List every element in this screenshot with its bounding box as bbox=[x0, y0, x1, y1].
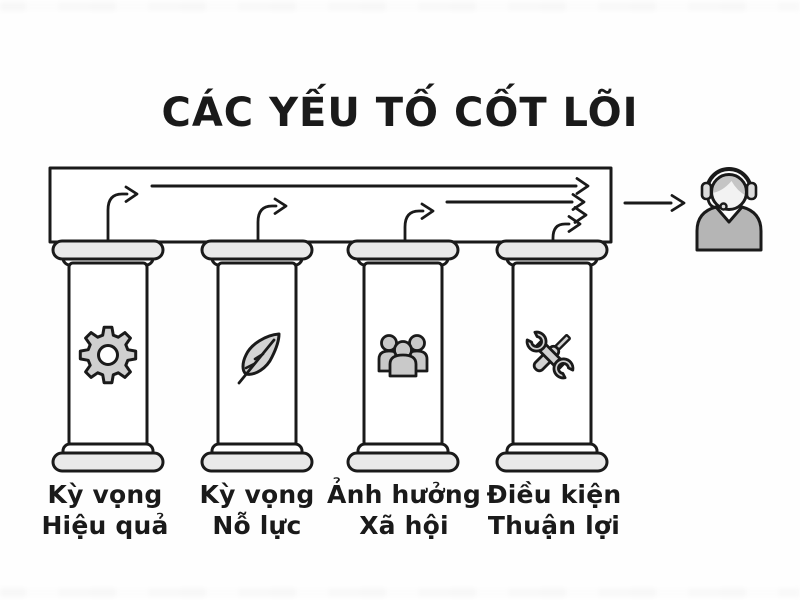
label-line: Điều kiện bbox=[486, 480, 622, 509]
label-line: Kỳ vọng bbox=[47, 480, 163, 509]
merge-chevron bbox=[573, 206, 588, 224]
pillar-label-facilitating-conditions: Điều kiện Thuận lợi bbox=[464, 479, 644, 541]
pillar-2 bbox=[200, 239, 314, 473]
gear-icon bbox=[78, 325, 138, 385]
scan-artifact-bottom bbox=[0, 588, 800, 597]
pillar-label-effort-expectancy: Kỳ vọng Nỗ lực bbox=[167, 479, 347, 541]
label-line: Thuận lợi bbox=[487, 511, 621, 540]
feather-icon bbox=[237, 332, 281, 385]
agent-body bbox=[695, 205, 763, 252]
pillar-label-performance-expectancy: Kỳ vọng Hiệu quả bbox=[15, 479, 195, 541]
headset-mic bbox=[719, 202, 728, 211]
agent-hair bbox=[711, 174, 747, 196]
people-icon bbox=[377, 334, 429, 378]
arrow-from-pillar-2 bbox=[256, 197, 288, 243]
headset-earcup-right bbox=[745, 181, 758, 201]
arrow-to-user bbox=[623, 194, 686, 212]
beam bbox=[48, 166, 613, 244]
page-title: CÁC YẾU TỐ CỐT LÕI bbox=[161, 89, 639, 136]
label-line: Kỳ vọng bbox=[199, 480, 315, 509]
tools-icon bbox=[525, 330, 575, 380]
flow-arrows bbox=[106, 177, 590, 243]
pillar-3 bbox=[346, 239, 460, 473]
label-line: Hiệu quả bbox=[41, 511, 169, 540]
label-line: Nỗ lực bbox=[212, 511, 302, 540]
headset-earcup-left bbox=[700, 181, 713, 201]
pillar-label-social-influence: Ảnh hưởng Xã hội bbox=[314, 479, 494, 541]
arrow-from-pillar-1 bbox=[106, 177, 590, 243]
label-line: Ảnh hưởng bbox=[327, 480, 481, 509]
pillar-4 bbox=[495, 239, 609, 473]
arrow-from-pillar-4 bbox=[551, 215, 582, 243]
wrench bbox=[525, 330, 575, 380]
label-line: Xã hội bbox=[359, 511, 449, 540]
pillar-1 bbox=[51, 239, 165, 473]
support-agent-icon bbox=[695, 167, 763, 252]
scan-artifact-top bbox=[0, 2, 800, 11]
